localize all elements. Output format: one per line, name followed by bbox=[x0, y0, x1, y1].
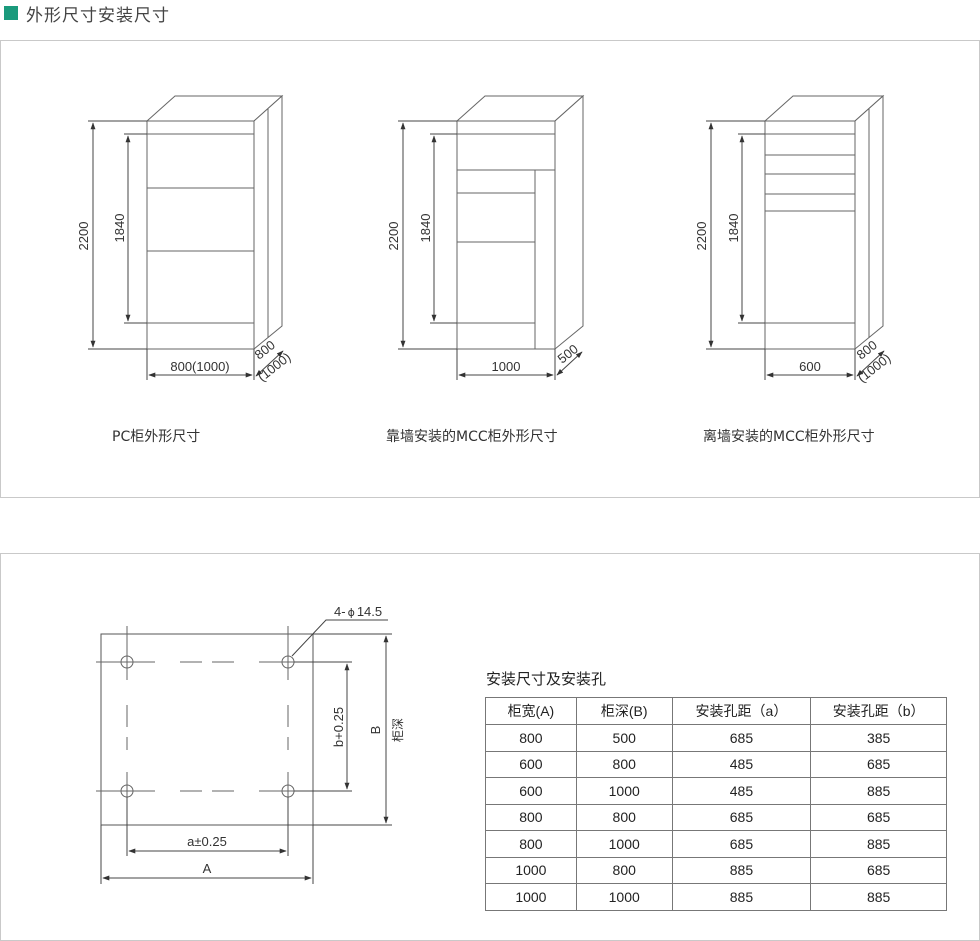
table-cell: 685 bbox=[810, 803, 947, 831]
table-cell: 485 bbox=[671, 777, 812, 805]
mounting-spec-table: 柜宽(A) 柜深(B) 安装孔距（a） 安装孔距（b） 800 500 685 … bbox=[485, 697, 947, 911]
table-row: 800 500 685 385 bbox=[485, 724, 947, 752]
table-cell: 500 bbox=[575, 724, 673, 752]
mcc-free-width-label: 600 bbox=[799, 359, 821, 374]
table-row: 1000 800 885 685 bbox=[485, 856, 947, 884]
table-title: 安装尺寸及安装孔 bbox=[486, 670, 607, 688]
table-cell: 685 bbox=[671, 803, 812, 831]
mcc-wall-height-inner-label: 1840 bbox=[418, 214, 433, 243]
section-title: 外形尺寸安装尺寸 bbox=[26, 5, 170, 26]
mcc-free-caption: 离墙安装的MCC柜外形尺寸 bbox=[703, 429, 875, 445]
table-cell: 600 bbox=[485, 750, 577, 778]
mcc-wall-height-total-label: 2200 bbox=[386, 222, 401, 251]
header-square-icon bbox=[4, 6, 18, 20]
table-cell: 885 bbox=[671, 883, 812, 911]
table-cell: 685 bbox=[671, 724, 812, 752]
table-header-cell: 安装孔距（b） bbox=[810, 697, 947, 725]
A-label: A bbox=[203, 861, 212, 876]
table-cell: 800 bbox=[485, 724, 577, 752]
table-cell: 800 bbox=[575, 803, 673, 831]
table-cell: 385 bbox=[810, 724, 947, 752]
mcc-free-height-inner-label: 1840 bbox=[726, 214, 741, 243]
table-cell: 685 bbox=[810, 750, 947, 778]
table-row: 800 800 685 685 bbox=[485, 803, 947, 831]
table-header-cell: 柜深(B) bbox=[575, 697, 673, 725]
table-row: 600 800 485 685 bbox=[485, 750, 947, 778]
mcc-wall-cabinet-drawing bbox=[455, 94, 585, 351]
pc-height-inner-label: 1840 bbox=[112, 214, 127, 243]
table-cell: 800 bbox=[575, 856, 673, 884]
table-cell: 485 bbox=[671, 750, 812, 778]
mcc-free-dimension-lines bbox=[706, 120, 885, 380]
table-cell: 1000 bbox=[575, 777, 673, 805]
mcc-wall-caption: 靠墙安装的MCC柜外形尺寸 bbox=[386, 429, 558, 445]
table-cell: 800 bbox=[485, 803, 577, 831]
table-row: 800 1000 685 885 bbox=[485, 830, 947, 858]
table-cell: 885 bbox=[810, 830, 947, 858]
pc-caption: PC柜外形尺寸 bbox=[112, 429, 201, 445]
table-cell: 1000 bbox=[575, 830, 673, 858]
pc-width-label: 800(1000) bbox=[170, 359, 229, 374]
table-cell: 800 bbox=[575, 750, 673, 778]
table-cell: 685 bbox=[810, 856, 947, 884]
table-cell: 685 bbox=[671, 830, 812, 858]
pc-height-total-label: 2200 bbox=[76, 222, 91, 251]
pc-cabinet-drawing bbox=[145, 94, 284, 351]
table-cell: 1000 bbox=[485, 883, 577, 911]
table-cell: 885 bbox=[810, 777, 947, 805]
table-header-row: 柜宽(A) 柜深(B) 安装孔距（a） 安装孔距（b） bbox=[485, 697, 947, 725]
mounting-dimension-lines bbox=[100, 619, 392, 884]
table-cell: 1000 bbox=[575, 883, 673, 911]
table-cell: 600 bbox=[485, 777, 577, 805]
mcc-wall-dimension-lines bbox=[398, 120, 583, 380]
mcc-wall-width-label: 1000 bbox=[492, 359, 521, 374]
depth-word-label: 柜深 bbox=[391, 718, 405, 742]
table-header-cell: 安装孔距（a） bbox=[671, 697, 812, 725]
table-row: 600 1000 485 885 bbox=[485, 777, 947, 805]
table-cell: 885 bbox=[671, 856, 812, 884]
pc-dimension-lines bbox=[88, 120, 284, 380]
table-cell: 885 bbox=[810, 883, 947, 911]
table-cell: 800 bbox=[485, 830, 577, 858]
B-label: B bbox=[368, 726, 383, 735]
a-tolerance-label: a±0.25 bbox=[187, 834, 227, 849]
table-row: 1000 1000 885 885 bbox=[485, 883, 947, 911]
section-header: 外形尺寸安装尺寸 bbox=[4, 0, 170, 26]
table-header-cell: 柜宽(A) bbox=[485, 697, 577, 725]
mcc-free-height-total-label: 2200 bbox=[694, 222, 709, 251]
mounting-plan-drawing bbox=[96, 626, 318, 830]
mcc-free-cabinet-drawing bbox=[763, 94, 885, 351]
table-cell: 1000 bbox=[485, 856, 577, 884]
b-tolerance-label: b+0.25 bbox=[331, 707, 346, 747]
mounting-hole bbox=[120, 655, 134, 669]
